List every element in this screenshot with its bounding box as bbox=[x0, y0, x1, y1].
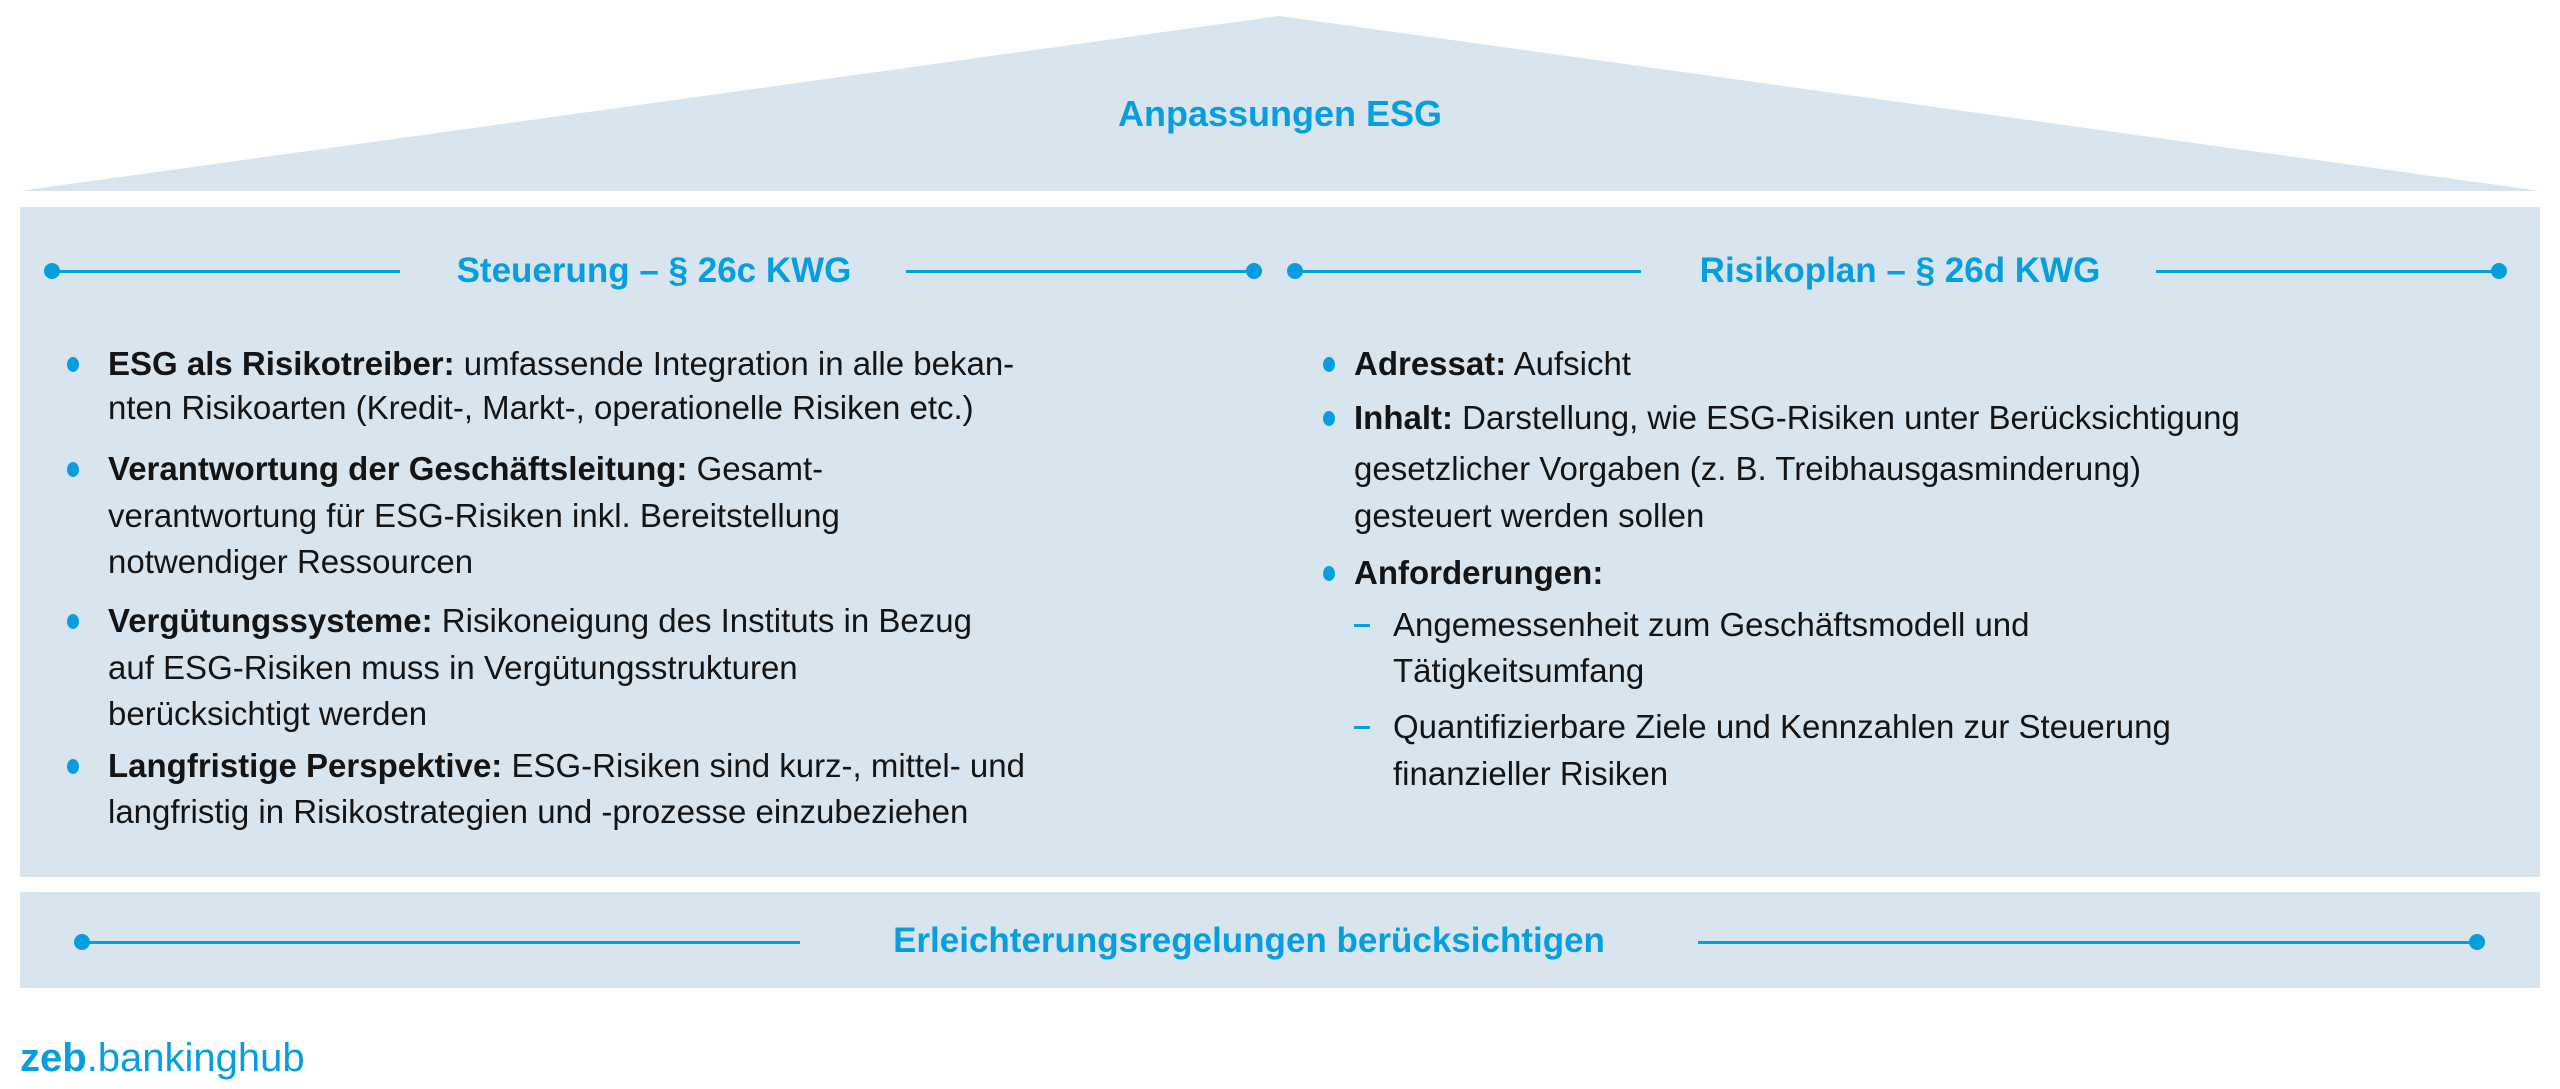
line-endpoint-dot bbox=[1246, 263, 1262, 279]
list-item: Langfristige Perspektive: ESG-Risiken si… bbox=[108, 747, 1025, 784]
roof-shape bbox=[20, 16, 2540, 191]
list-item: Inhalt: Darstellung, wie ESG-Risiken unt… bbox=[1354, 399, 2240, 436]
sub-list-item: Quantifizierbare Ziele und Kennzahlen zu… bbox=[1393, 708, 2171, 745]
list-item: Verantwortung der Geschäftsleitung: Gesa… bbox=[108, 450, 824, 487]
list-item-line: berücksichtigt werden bbox=[108, 695, 428, 732]
bullet-icon bbox=[67, 759, 79, 774]
footer-bar bbox=[20, 892, 2540, 988]
footer-rule bbox=[82, 941, 800, 944]
line-endpoint-dot bbox=[2469, 934, 2485, 950]
dash-icon bbox=[1354, 726, 1370, 729]
list-item-line: notwendiger Ressourcen bbox=[108, 543, 474, 580]
main-panel bbox=[20, 207, 2540, 877]
list-item-line: finanzieller Risiken bbox=[1393, 755, 1669, 792]
zeb-bankinghub-logo: zeb.bankinghub bbox=[20, 1036, 305, 1080]
list-item: Adressat: Aufsicht bbox=[1354, 345, 1631, 382]
bullet-icon bbox=[67, 462, 79, 477]
heading-rule bbox=[52, 270, 400, 273]
heading-rule bbox=[906, 270, 1254, 273]
list-item: Vergütungssysteme: Risikoneigung des Ins… bbox=[108, 602, 972, 639]
sub-list-item: Angemessenheit zum Geschäftsmodell und bbox=[1393, 606, 2030, 643]
list-item-line: langfristig in Risikostrategien und -pro… bbox=[108, 793, 969, 830]
list-item-line: auf ESG-Risiken muss in Vergütungsstrukt… bbox=[108, 649, 798, 686]
bullet-icon bbox=[1323, 357, 1335, 372]
footer-rule bbox=[1698, 941, 2477, 944]
right-column-heading: Risikoplan – § 26d KWG bbox=[1699, 251, 2101, 290]
bullet-icon bbox=[1323, 411, 1335, 426]
left-column-heading: Steuerung – § 26c KWG bbox=[456, 251, 852, 290]
line-endpoint-dot bbox=[2491, 263, 2507, 279]
roof-title: Anpassungen ESG bbox=[1117, 93, 1443, 134]
list-item-line: gesetzlicher Vorgaben (z. B. Treibhausga… bbox=[1354, 450, 2141, 487]
footer-bar-text: Erleichterungsregelungen berücksichtigen bbox=[893, 921, 1605, 960]
bullet-icon bbox=[67, 357, 79, 372]
list-item-line: verantwortung für ESG-Risiken inkl. Bere… bbox=[108, 497, 840, 534]
list-item-line: gesteuert werden sollen bbox=[1354, 497, 1705, 534]
bullet-icon bbox=[67, 614, 79, 629]
dash-icon bbox=[1354, 624, 1370, 627]
list-item: Anforderungen: bbox=[1354, 554, 1604, 591]
list-item: ESG als Risikotreiber: umfassende Integr… bbox=[108, 345, 1015, 382]
heading-rule bbox=[1295, 270, 1641, 273]
list-item-line: nten Risikoarten (Kredit-, Markt-, opera… bbox=[108, 389, 974, 426]
list-item-line: Tätigkeitsumfang bbox=[1393, 652, 1645, 689]
bullet-icon bbox=[1323, 566, 1335, 581]
heading-rule bbox=[2156, 270, 2499, 273]
